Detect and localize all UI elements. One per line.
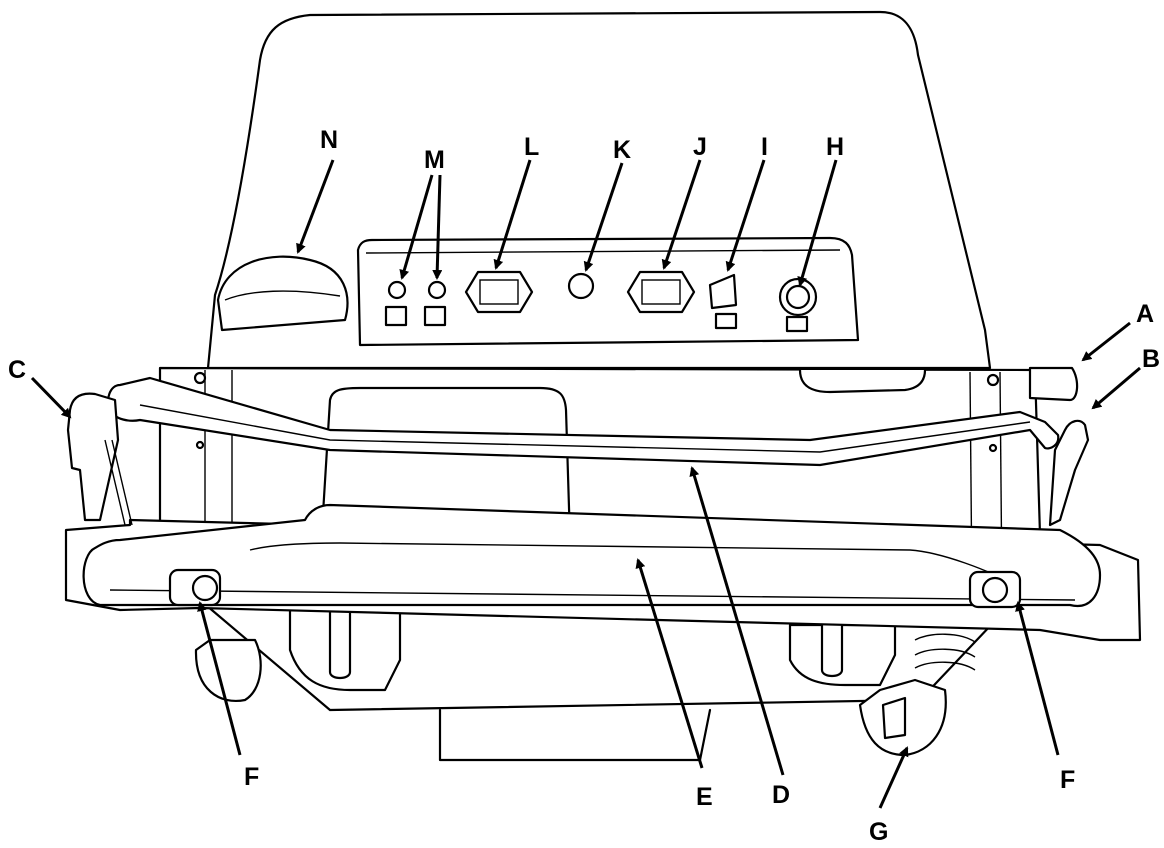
- callout-I: I: [761, 133, 768, 161]
- indicator-label-box: [423, 305, 447, 327]
- leader-M1: [399, 174, 434, 280]
- button-K: [567, 272, 595, 300]
- callout-C: C: [8, 356, 26, 384]
- callout-F-left: F: [244, 763, 259, 791]
- indicator-light: [427, 280, 447, 300]
- callouts: N M L K J I H A B C D E F F G: [8, 126, 1160, 846]
- connector-J: [626, 270, 696, 314]
- knob-N: [216, 255, 349, 332]
- clamp-A: [1028, 366, 1079, 402]
- leader-F-right: [1015, 601, 1060, 756]
- callout-B: B: [1142, 345, 1160, 373]
- leader-B: [1091, 366, 1141, 410]
- callout-N: N: [320, 126, 338, 154]
- callout-M: M: [424, 146, 445, 174]
- leader-H: [797, 159, 838, 287]
- castor-right-F: [968, 570, 1022, 609]
- clamp-B: [1048, 419, 1090, 527]
- leader-L: [493, 159, 532, 270]
- callout-E: E: [696, 783, 713, 811]
- leader-I: [725, 159, 766, 272]
- callout-F-right: F: [1060, 766, 1075, 794]
- leader-lines: [30, 159, 1141, 809]
- callout-D: D: [772, 781, 790, 809]
- connector-L: [464, 270, 534, 314]
- callout-G: G: [869, 818, 888, 846]
- leader-M2: [432, 174, 443, 280]
- clamp-C: [66, 392, 133, 526]
- lower-body: [194, 598, 1012, 762]
- switch-I: [708, 273, 738, 310]
- leader-A: [1081, 321, 1131, 362]
- castor-left-F: [168, 568, 222, 607]
- leader-J: [661, 159, 702, 270]
- leader-C: [30, 376, 72, 419]
- leader-F-left: [197, 601, 242, 756]
- indicator-label-box: [384, 305, 408, 327]
- control-panel: [356, 236, 860, 347]
- leader-N: [296, 159, 335, 254]
- leader-G: [878, 746, 909, 809]
- callout-L: L: [524, 133, 539, 161]
- front-bumper-E: [64, 503, 1142, 642]
- inner-tray: [320, 386, 572, 542]
- callout-A: A: [1136, 300, 1154, 328]
- callout-H: H: [826, 133, 844, 161]
- callout-K: K: [613, 136, 631, 164]
- indicator-light: [387, 280, 407, 300]
- leader-K: [583, 162, 624, 272]
- leader-E: [635, 558, 704, 769]
- callout-J: J: [693, 133, 707, 161]
- leader-D: [689, 466, 785, 776]
